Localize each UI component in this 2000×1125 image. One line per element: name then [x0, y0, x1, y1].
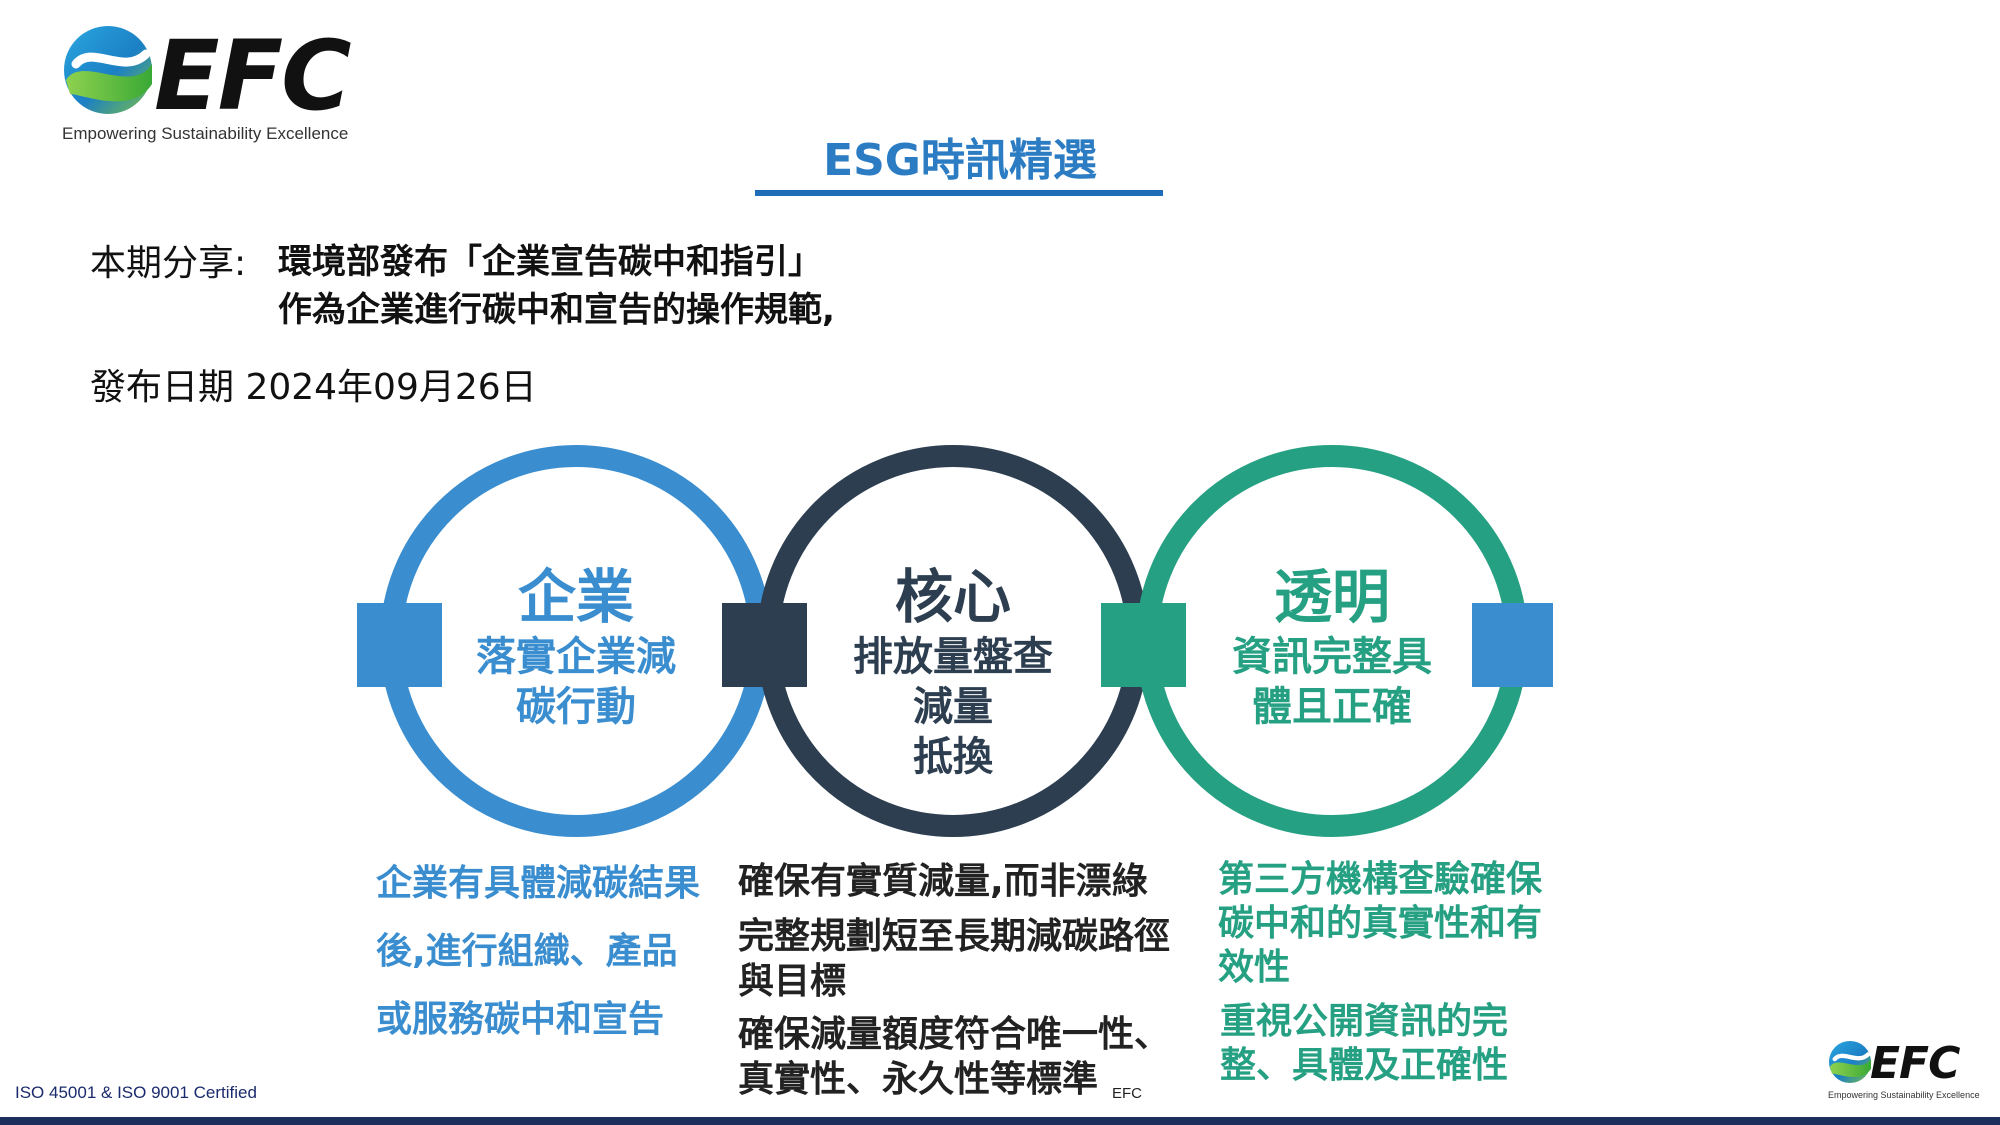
transparency-desc-line: 重視公開資訊的完 — [1220, 1001, 1509, 1042]
connector-square-4 — [1472, 603, 1553, 687]
ring-core-line: 減量 — [913, 684, 993, 730]
connector-square-1 — [357, 603, 442, 687]
share-line-2: 作為企業進行碳中和宣告的操作規範, — [278, 290, 835, 330]
company-logo: EFC Empowering Sustainability Excellence — [62, 24, 372, 144]
certification-text: ISO 45001 & ISO 9001 Certified — [15, 1083, 257, 1102]
ring-transparency-line: 體且正確 — [1252, 684, 1412, 730]
ring-enterprise-line: 碳行動 — [516, 684, 636, 730]
core-desc-line: 確保有實質減量,而非漂綠 — [738, 861, 1148, 902]
ring-core-line: 抵換 — [913, 734, 993, 780]
globe-swoosh-icon — [1828, 1040, 1872, 1084]
transparency-desc-line: 整、具體及正確性 — [1220, 1045, 1509, 1086]
core-desc-line: 完整規劃短至長期減碳路徑 — [738, 916, 1171, 957]
footer-logo: EFC Empowering Sustainability Excellence — [1828, 1040, 1988, 1104]
share-label: 本期分享: — [90, 243, 247, 284]
footer-logo-brand: EFC — [1870, 1038, 1960, 1089]
transparency-desc-line: 效性 — [1218, 947, 1291, 988]
transparency-desc-line: 第三方機構查驗確保 — [1218, 859, 1543, 900]
efc-small-label: EFC — [1112, 1085, 1142, 1102]
logo-brand-text: EFC — [154, 20, 352, 132]
enterprise-desc-line: 或服務碳中和宣告 — [376, 999, 665, 1040]
ring-enterprise-title: 企業 — [517, 563, 634, 631]
ring-core-line: 排放量盤查 — [853, 634, 1053, 680]
ring-enterprise-line: 落實企業減 — [476, 634, 676, 680]
ring-transparency-title: 透明 — [1273, 563, 1390, 631]
enterprise-desc-line: 企業有具體減碳結果 — [376, 863, 701, 904]
enterprise-desc-line: 後,進行組織、產品 — [376, 931, 678, 972]
core-desc-line: 確保減量額度符合唯一性、 — [738, 1014, 1171, 1055]
connector-square-3 — [1101, 603, 1186, 687]
share-line-1: 環境部發布「企業宣告碳中和指引」 — [278, 242, 822, 282]
footer-logo-tagline: Empowering Sustainability Excellence — [1828, 1090, 1980, 1100]
globe-swoosh-icon — [64, 26, 152, 114]
section-title: ESG時訊精選 — [823, 135, 1097, 186]
core-desc-line: 與目標 — [738, 961, 847, 1002]
release-date: 發布日期 2024年09月26日 — [90, 367, 537, 408]
transparency-desc-line: 碳中和的真實性和有 — [1218, 903, 1543, 944]
bottom-bar — [0, 1117, 2000, 1125]
ring-transparency-line: 資訊完整具 — [1232, 634, 1432, 680]
connector-square-2 — [722, 603, 807, 687]
logo-tagline: Empowering Sustainability Excellence — [62, 124, 349, 143]
ring-core-title: 核心 — [894, 563, 1011, 631]
core-desc-line: 真實性、永久性等標準 — [738, 1059, 1099, 1100]
title-underline — [755, 190, 1163, 196]
